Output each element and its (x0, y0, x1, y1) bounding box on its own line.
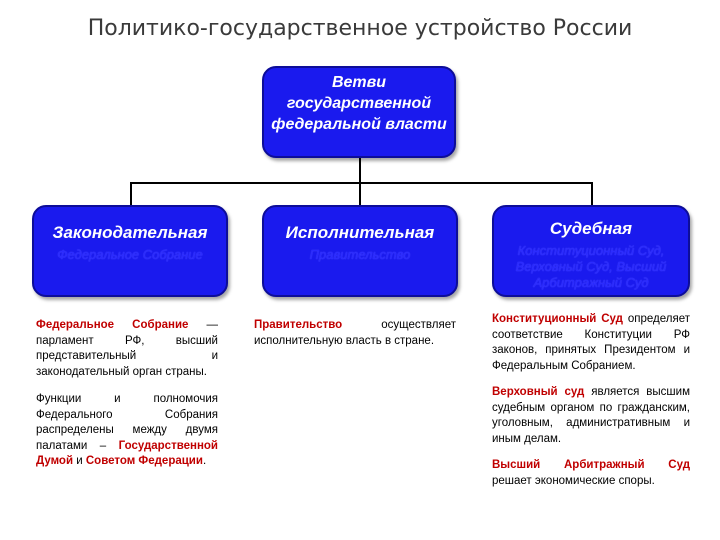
highlight-federation-council: Советом Федерации (85, 455, 203, 467)
legislative-paragraph-2: Функции и полномочия Федерального Собран… (36, 392, 218, 470)
highlight-government: Правительство (254, 319, 343, 331)
highlight-supreme-court: Верховный суд (492, 386, 585, 398)
judicial-description: Конституционный Суд определяет соответст… (492, 312, 690, 500)
judicial-paragraph-1: Конституционный Суд определяет соответст… (492, 312, 690, 374)
highlight-constitutional-court: Конституционный Суд (492, 313, 623, 325)
legislative-description: Федеральное Собрание — парламент РФ, выс… (36, 318, 218, 482)
branch-legislative: Законодательная Федеральное Собрание (32, 205, 228, 297)
judicial-paragraph-2: Верховный суд является высшим судебным о… (492, 385, 690, 447)
branch-legislative-subtitle: Федеральное Собрание (57, 247, 203, 262)
connector-horizontal (130, 182, 592, 184)
text: осуществляет исполнительную власть в стр… (254, 319, 456, 347)
executive-description: Правительство осуществляет исполнительну… (254, 318, 456, 361)
connector-root-down (359, 158, 361, 182)
text: и (73, 455, 86, 467)
branch-executive-subtitle: Правительство (309, 247, 411, 262)
branch-judicial-subtitle: Конституционный Суд, Верховный Суд, Высш… (515, 243, 667, 290)
text: является высшим судебным органом по граж… (492, 386, 690, 445)
connector-middle (359, 182, 361, 206)
root-node-branches: Ветви государственной федеральной власти (262, 66, 456, 158)
highlight-arbitration-court: Высший Арбитражный Суд (492, 459, 690, 471)
text: определяет соответствие Конституции РФ з… (492, 313, 690, 372)
judicial-paragraph-3: Высший Арбитражный Суд решает экономичес… (492, 458, 690, 489)
text: — парламент РФ, высший представительный … (36, 319, 218, 378)
root-node-label: Ветви государственной федеральной власти (271, 74, 447, 133)
text: Функции и полномочия Федерального Собран… (36, 393, 218, 452)
page-title: Политико-государственное устройство Росс… (87, 16, 633, 41)
highlight-federal-assembly: Федеральное Собрание (36, 319, 189, 331)
branch-judicial: Судебная Конституционный Суд, Верховный … (492, 205, 690, 297)
branch-judicial-title: Судебная (549, 219, 633, 238)
branch-executive-title: Исполнительная (285, 223, 435, 242)
text: . (202, 455, 207, 467)
text: решает экономические споры. (492, 474, 655, 487)
legislative-paragraph-1: Федеральное Собрание — парламент РФ, выс… (36, 318, 218, 380)
connector-left (130, 182, 132, 206)
executive-paragraph: Правительство осуществляет исполнительну… (254, 318, 456, 349)
branch-executive: Исполнительная Правительство (262, 205, 458, 297)
branch-legislative-title: Законодательная (52, 223, 208, 242)
highlight-state-duma: Государственной Думой (36, 439, 218, 468)
connector-right (591, 182, 593, 206)
